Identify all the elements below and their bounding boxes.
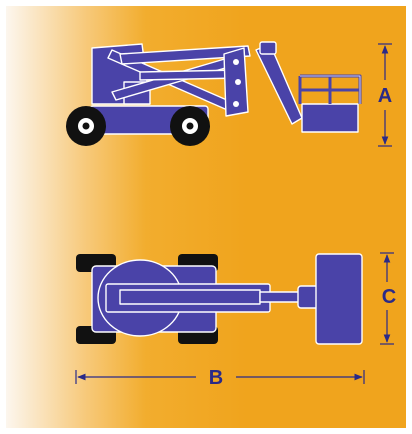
side-pivot-3 xyxy=(233,101,239,107)
top-view xyxy=(76,253,363,345)
side-basket-floor xyxy=(301,103,359,133)
top-boom-inner xyxy=(119,289,261,305)
side-pivot-1 xyxy=(233,59,239,65)
side-basket-rail xyxy=(298,74,362,104)
side-jib xyxy=(255,43,303,125)
dimension-a: A xyxy=(378,43,392,147)
dimension-label-b: B xyxy=(209,367,223,389)
dimension-b: B xyxy=(75,367,365,389)
side-view xyxy=(89,41,362,135)
front-wheel-hub xyxy=(186,122,194,130)
side-basket-rail-outline xyxy=(300,75,361,104)
top-jib xyxy=(259,291,303,303)
side-pivot-2 xyxy=(235,79,241,85)
dimension-c: C xyxy=(380,252,396,345)
dimension-label-a: A xyxy=(378,85,392,107)
top-basket xyxy=(315,253,363,345)
dimension-label-c: C xyxy=(382,286,396,308)
side-main-boom xyxy=(119,45,251,65)
rear-wheel-hub xyxy=(82,122,90,130)
side-wheels xyxy=(66,106,210,146)
side-jib-head xyxy=(259,41,277,55)
